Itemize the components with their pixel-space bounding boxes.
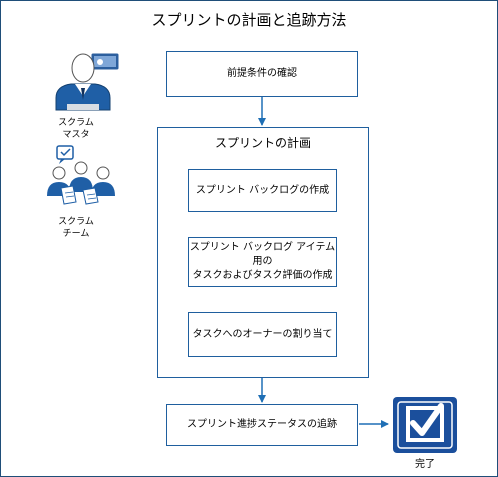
track-progress-label: スプリント進捗ステータスの追跡	[187, 419, 337, 430]
scrum-master-icon	[55, 52, 120, 111]
create-tasks-box: スプリント バックログ アイテム用の タスクおよびタスク評価の作成	[188, 237, 337, 287]
scrum-master-label: スクラム マスタ	[58, 118, 94, 140]
create-tasks-label-line2: タスクおよびタスク評価の作成	[192, 270, 333, 281]
scrum-team-label: スクラム チーム	[58, 217, 94, 239]
diagram-title: スプリントの計画と追跡方法	[151, 11, 347, 29]
create-backlog-box: スプリント バックログの作成	[188, 169, 337, 212]
prerequisites-label: 前提条件の確認	[227, 68, 297, 79]
assign-owners-box: タスクへのオーナーの割り当て	[188, 312, 337, 357]
done-label: 完了	[415, 459, 435, 470]
scrum-team-icon	[47, 145, 115, 205]
checkmark-icon	[393, 397, 457, 453]
create-backlog-label: スプリント バックログの作成	[195, 184, 330, 196]
sprint-planning-title: スプリントの計画	[214, 136, 311, 150]
create-tasks-label-line1: スプリント バックログ アイテム用の	[189, 242, 336, 267]
prerequisites-box: 前提条件の確認	[166, 51, 358, 97]
assign-owners-label: タスクへのオーナーの割り当て	[192, 328, 333, 340]
track-progress-box: スプリント進捗ステータスの追跡	[166, 404, 358, 446]
